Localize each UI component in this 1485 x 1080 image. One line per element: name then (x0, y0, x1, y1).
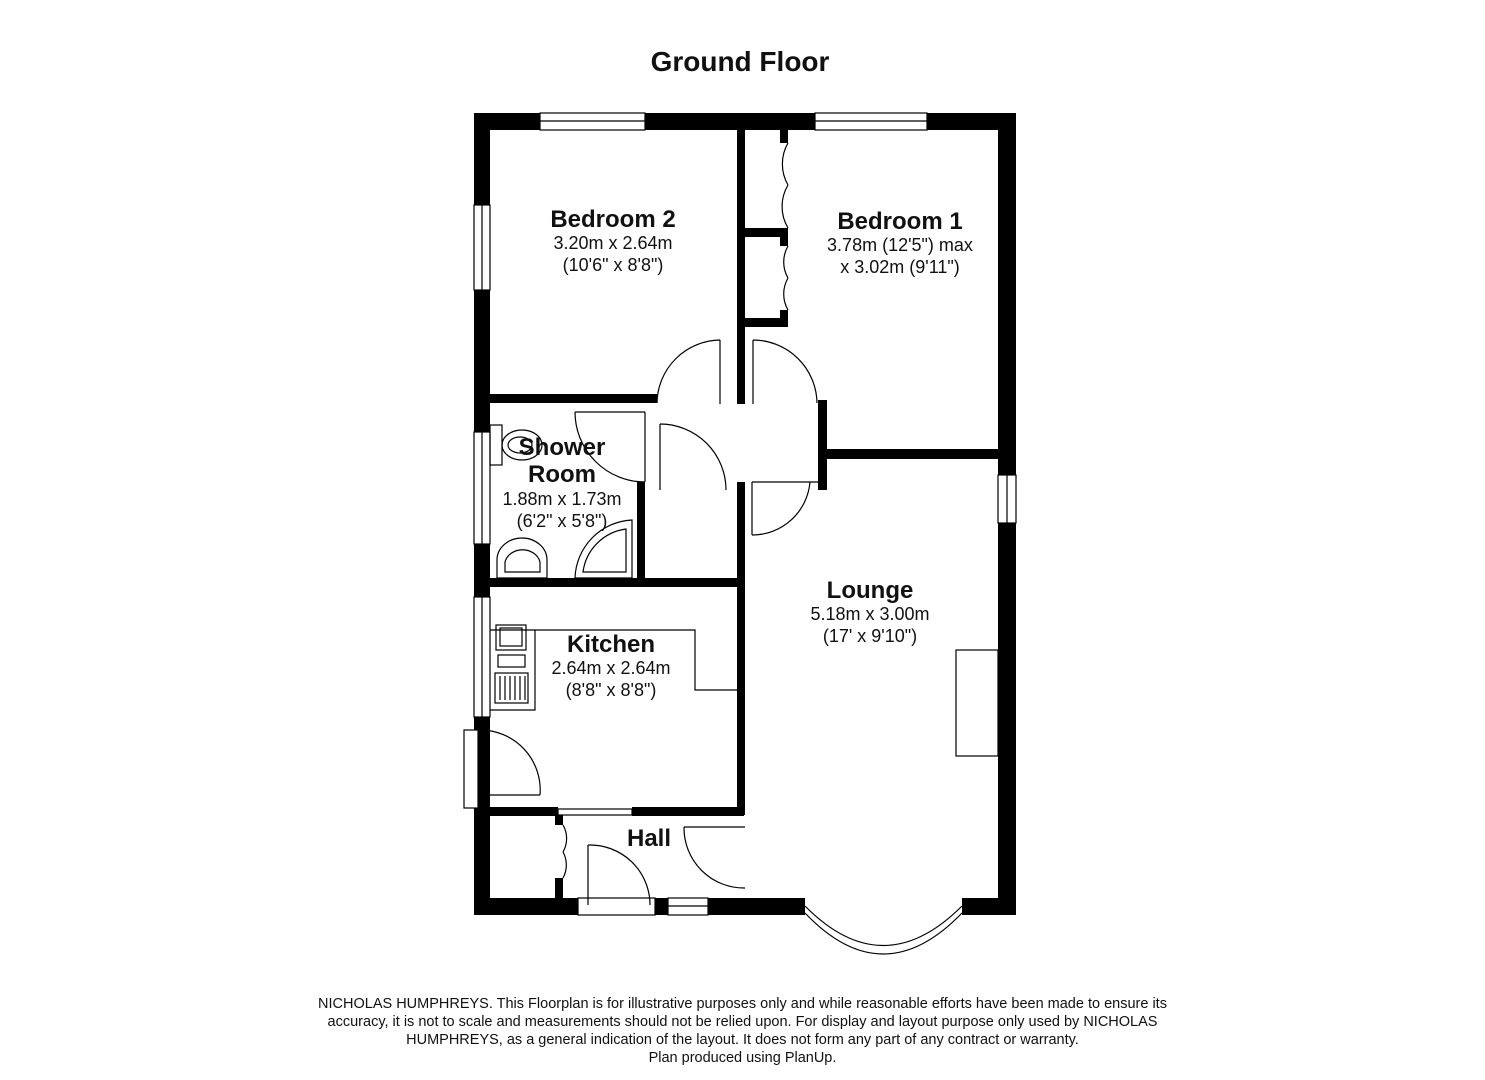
disclaimer-line-3: HUMPHREYS, as a general indication of th… (406, 1032, 1079, 1048)
shower-fixtures (489, 424, 633, 579)
lounge-dimensions-metric: 5.18m x 3.00m (810, 604, 929, 624)
bedroom-1-name: Bedroom 1 (837, 208, 962, 235)
interior-walls (474, 128, 1000, 900)
disclaimer-line-4: Plan produced using PlanUp. (648, 1050, 837, 1066)
disclaimer-line-1: NICHOLAS HUMPHREYS. This Floorplan is fo… (318, 996, 1167, 1012)
wardrobe-doors (562, 142, 789, 879)
bedroom-2-dimensions-imperial: (10'6" x 8'8") (563, 255, 664, 275)
floor-title: Ground Floor (651, 46, 830, 77)
shower-room-name-line1: Shower (519, 434, 606, 461)
disclaimer: NICHOLAS HUMPHREYS. This Floorplan is fo… (240, 995, 1245, 1067)
shower-room-dimensions-imperial: (6'2" x 5'8") (517, 511, 608, 531)
bedroom-1-dimensions-metric: 3.78m (12'5") max (827, 235, 973, 255)
room-label-shower-room: Shower Room 1.88m x 1.73m (6'2" x 5'8") (502, 434, 621, 531)
disclaimer-line-2: accuracy, it is not to scale and measure… (327, 1014, 1158, 1030)
room-label-bedroom-2: Bedroom 2 3.20m x 2.64m (10'6" x 8'8") (550, 206, 675, 275)
shower-room-dimensions-metric: 1.88m x 1.73m (502, 489, 621, 509)
lounge-fireplace (955, 649, 999, 757)
lounge-dimensions-imperial: (17' x 9'10") (823, 626, 917, 646)
shower-room-name-line2: Room (528, 461, 596, 488)
kitchen-dimensions-imperial: (8'8" x 8'8") (566, 680, 657, 700)
room-label-lounge: Lounge 5.18m x 3.00m (17' x 9'10") (810, 577, 929, 646)
doors (479, 339, 818, 906)
bay-window (804, 905, 963, 955)
bedroom-1-dimensions-imperial: x 3.02m (9'11") (840, 257, 960, 277)
bedroom-2-dimensions-metric: 3.20m x 2.64m (553, 233, 672, 253)
windows (463, 112, 1017, 916)
room-label-kitchen: Kitchen 2.64m x 2.64m (8'8" x 8'8") (551, 631, 670, 700)
kitchen-fixtures (490, 624, 737, 711)
room-label-hall: Hall (627, 825, 671, 852)
lounge-name: Lounge (827, 577, 914, 604)
bedroom-2-name: Bedroom 2 (550, 206, 675, 233)
room-label-bedroom-1: Bedroom 1 3.78m (12'5") max x 3.02m (9'1… (827, 208, 973, 277)
hall-name: Hall (627, 825, 671, 852)
kitchen-name: Kitchen (567, 631, 655, 658)
kitchen-dimensions-metric: 2.64m x 2.64m (551, 658, 670, 678)
